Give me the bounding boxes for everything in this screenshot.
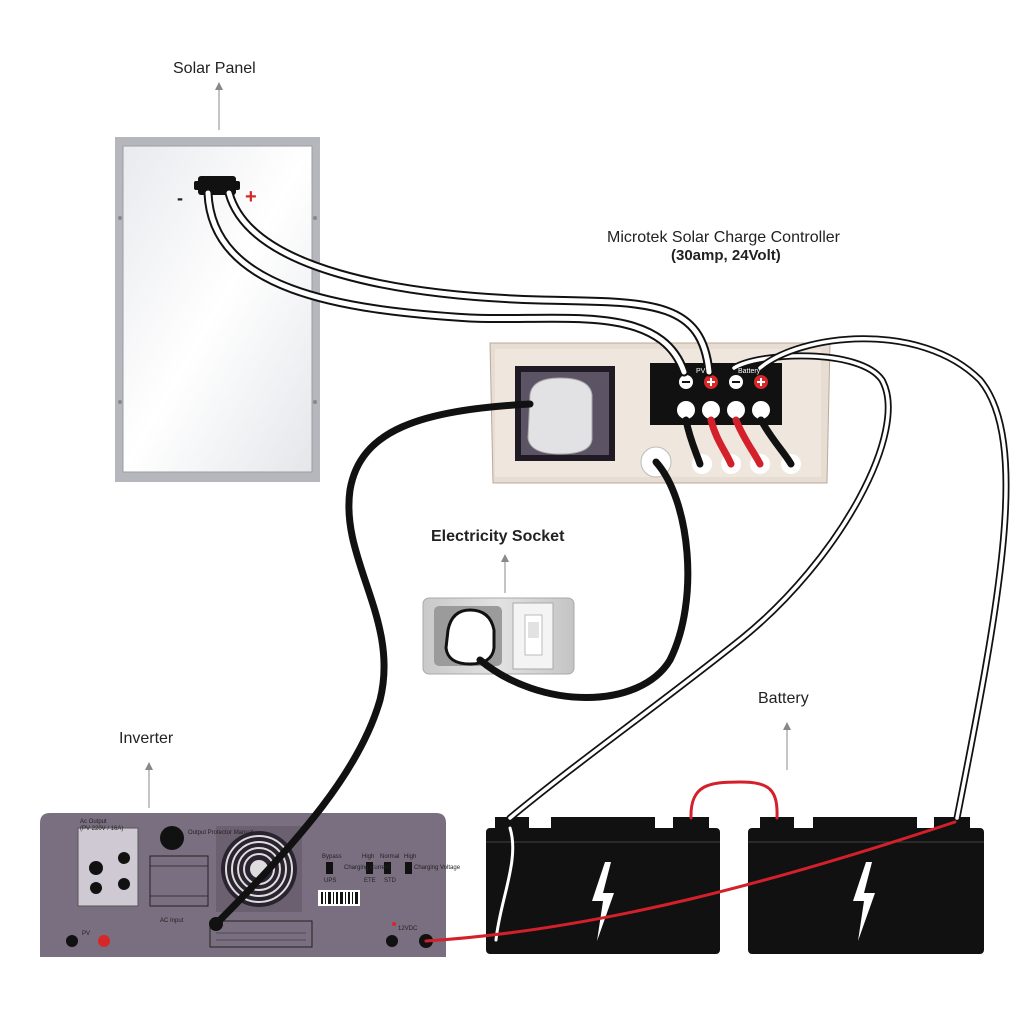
controller-pv-label: PV [696,368,706,375]
dc-terminal [386,935,398,947]
electricity-socket-label: Electricity Socket [431,528,565,545]
inverter-ac-input-label: AC Input [160,918,184,924]
lightning-icon [853,862,875,941]
battery-left [486,817,720,954]
switch-sub-label-ups: UPS [324,878,336,884]
output-protector [160,826,184,850]
arrow-up-icon [501,554,509,562]
socket-plug [444,608,496,666]
switch-sub-label-ete: ETE [364,878,376,884]
battery-label: Battery [758,690,809,707]
solar-panel [115,137,320,482]
inverter-output-protector-label: Output Protector Manual [188,830,253,836]
dip-switch[interactable] [384,862,391,874]
controller-battery-label: Battery [738,368,761,375]
inverter-pv-label: PV [82,931,90,937]
pv-minus-terminal [66,935,78,947]
arrow-up-icon [145,762,153,770]
switch-label-bypass: Bypass [322,854,342,860]
inverter-label: Inverter [119,730,174,747]
wire-controller-to-inverter [212,400,534,928]
solar-panel-label: Solar Panel [173,60,256,77]
arrow-up-icon [215,82,223,90]
inverter [40,813,446,957]
controller-spec-label: (30amp, 24Volt) [671,247,781,264]
controller-plug [527,377,593,455]
lightning-icon [592,862,614,941]
arrow-up-icon [783,722,791,730]
dip-switch[interactable] [326,862,333,874]
switch-sub-label-std: STD [384,878,397,884]
wire-socket-to-controller [476,458,692,701]
dip-switch[interactable] [405,862,412,874]
switch-label-high: High [362,854,374,860]
inverter-dc-label: 12VDC [398,926,418,932]
inverter-ac-output-spec: (PV 220V / 16A) [80,826,123,832]
pv-plus-terminal [98,935,110,947]
switch-sub-label-charging-current: Charging Current [344,865,390,871]
solar-panel-minus-sign: - [177,188,183,208]
dip-switch[interactable] [366,862,373,874]
battery-right [748,817,984,954]
electricity-socket [422,597,575,675]
controller-name-label: Microtek Solar Charge Controller [607,229,840,246]
switch-label-high-2: High [404,854,416,860]
solar-panel-plus-sign: + [245,186,257,208]
switch-sub-label-charging-voltage: Charging Voltage [414,865,461,871]
charge-controller [489,342,831,484]
barcode [318,890,360,906]
wires [203,188,1010,943]
ac-output-socket [77,827,139,907]
wire-inverter-to-battery [424,820,957,943]
wire-battery-link [689,780,779,820]
inverter-ac-output-label: Ac Output [80,819,107,825]
switch-label-normal: Normal [380,854,399,860]
